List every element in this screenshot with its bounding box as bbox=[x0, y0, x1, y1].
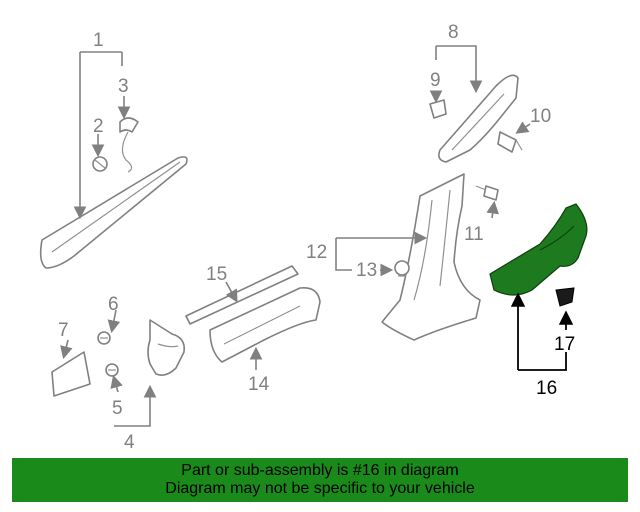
part-15-sill-strip[interactable] bbox=[185, 265, 299, 325]
part-2-clip[interactable] bbox=[92, 156, 108, 172]
callout-16[interactable]: 16 bbox=[536, 378, 557, 399]
part-11-screw[interactable] bbox=[475, 185, 499, 201]
callout-11[interactable]: 11 bbox=[464, 224, 484, 245]
part-13-clip[interactable] bbox=[394, 260, 410, 277]
part-12-pillar-lower-trim[interactable] bbox=[381, 173, 481, 341]
callout-9[interactable]: 9 bbox=[430, 70, 441, 91]
part-17-fastener[interactable] bbox=[555, 287, 575, 307]
part-1-pillar-trim[interactable] bbox=[39, 156, 188, 269]
part-4-kick-trim[interactable] bbox=[147, 319, 186, 376]
callout-2[interactable]: 2 bbox=[93, 116, 104, 137]
callout-12[interactable]: 12 bbox=[306, 242, 327, 263]
parts-diagram: 1 2 3 4 5 6 7 8 9 10 11 12 13 14 15 16 1… bbox=[39, 22, 588, 453]
callout-labels: 1 2 3 4 5 6 7 8 9 10 11 12 13 14 15 16 1… bbox=[58, 22, 575, 453]
callout-1[interactable]: 1 bbox=[93, 30, 104, 51]
info-banner: Part or sub-assembly is #16 in diagram D… bbox=[12, 458, 628, 502]
callout-15[interactable]: 15 bbox=[206, 264, 227, 285]
part-5-screw[interactable] bbox=[105, 363, 119, 377]
part-14-scuff-plate[interactable] bbox=[209, 286, 321, 363]
part-10-bolt[interactable] bbox=[497, 131, 523, 153]
callout-5[interactable]: 5 bbox=[112, 398, 123, 419]
part-6-screw[interactable] bbox=[97, 331, 111, 345]
callout-10[interactable]: 10 bbox=[530, 106, 551, 127]
part-9-clip[interactable] bbox=[429, 99, 447, 119]
callout-13[interactable]: 13 bbox=[356, 260, 377, 281]
banner-line-1: Part or sub-assembly is #16 in diagram bbox=[181, 462, 459, 479]
part-16-quarter-trim[interactable] bbox=[489, 203, 588, 296]
banner-line-2: Diagram may not be specific to your vehi… bbox=[165, 480, 475, 497]
part-8-upper-trim[interactable] bbox=[438, 74, 519, 163]
callout-8[interactable]: 8 bbox=[448, 22, 459, 43]
callout-3[interactable]: 3 bbox=[118, 76, 129, 97]
part-3-wire-clip[interactable] bbox=[119, 117, 139, 173]
callout-14[interactable]: 14 bbox=[248, 374, 270, 395]
callout-4[interactable]: 4 bbox=[124, 432, 135, 453]
callout-7[interactable]: 7 bbox=[58, 320, 69, 341]
callout-6[interactable]: 6 bbox=[108, 294, 119, 315]
leader-lines bbox=[60, 45, 574, 427]
part-7-cover-plate[interactable] bbox=[51, 351, 91, 397]
callout-17[interactable]: 17 bbox=[554, 334, 575, 355]
